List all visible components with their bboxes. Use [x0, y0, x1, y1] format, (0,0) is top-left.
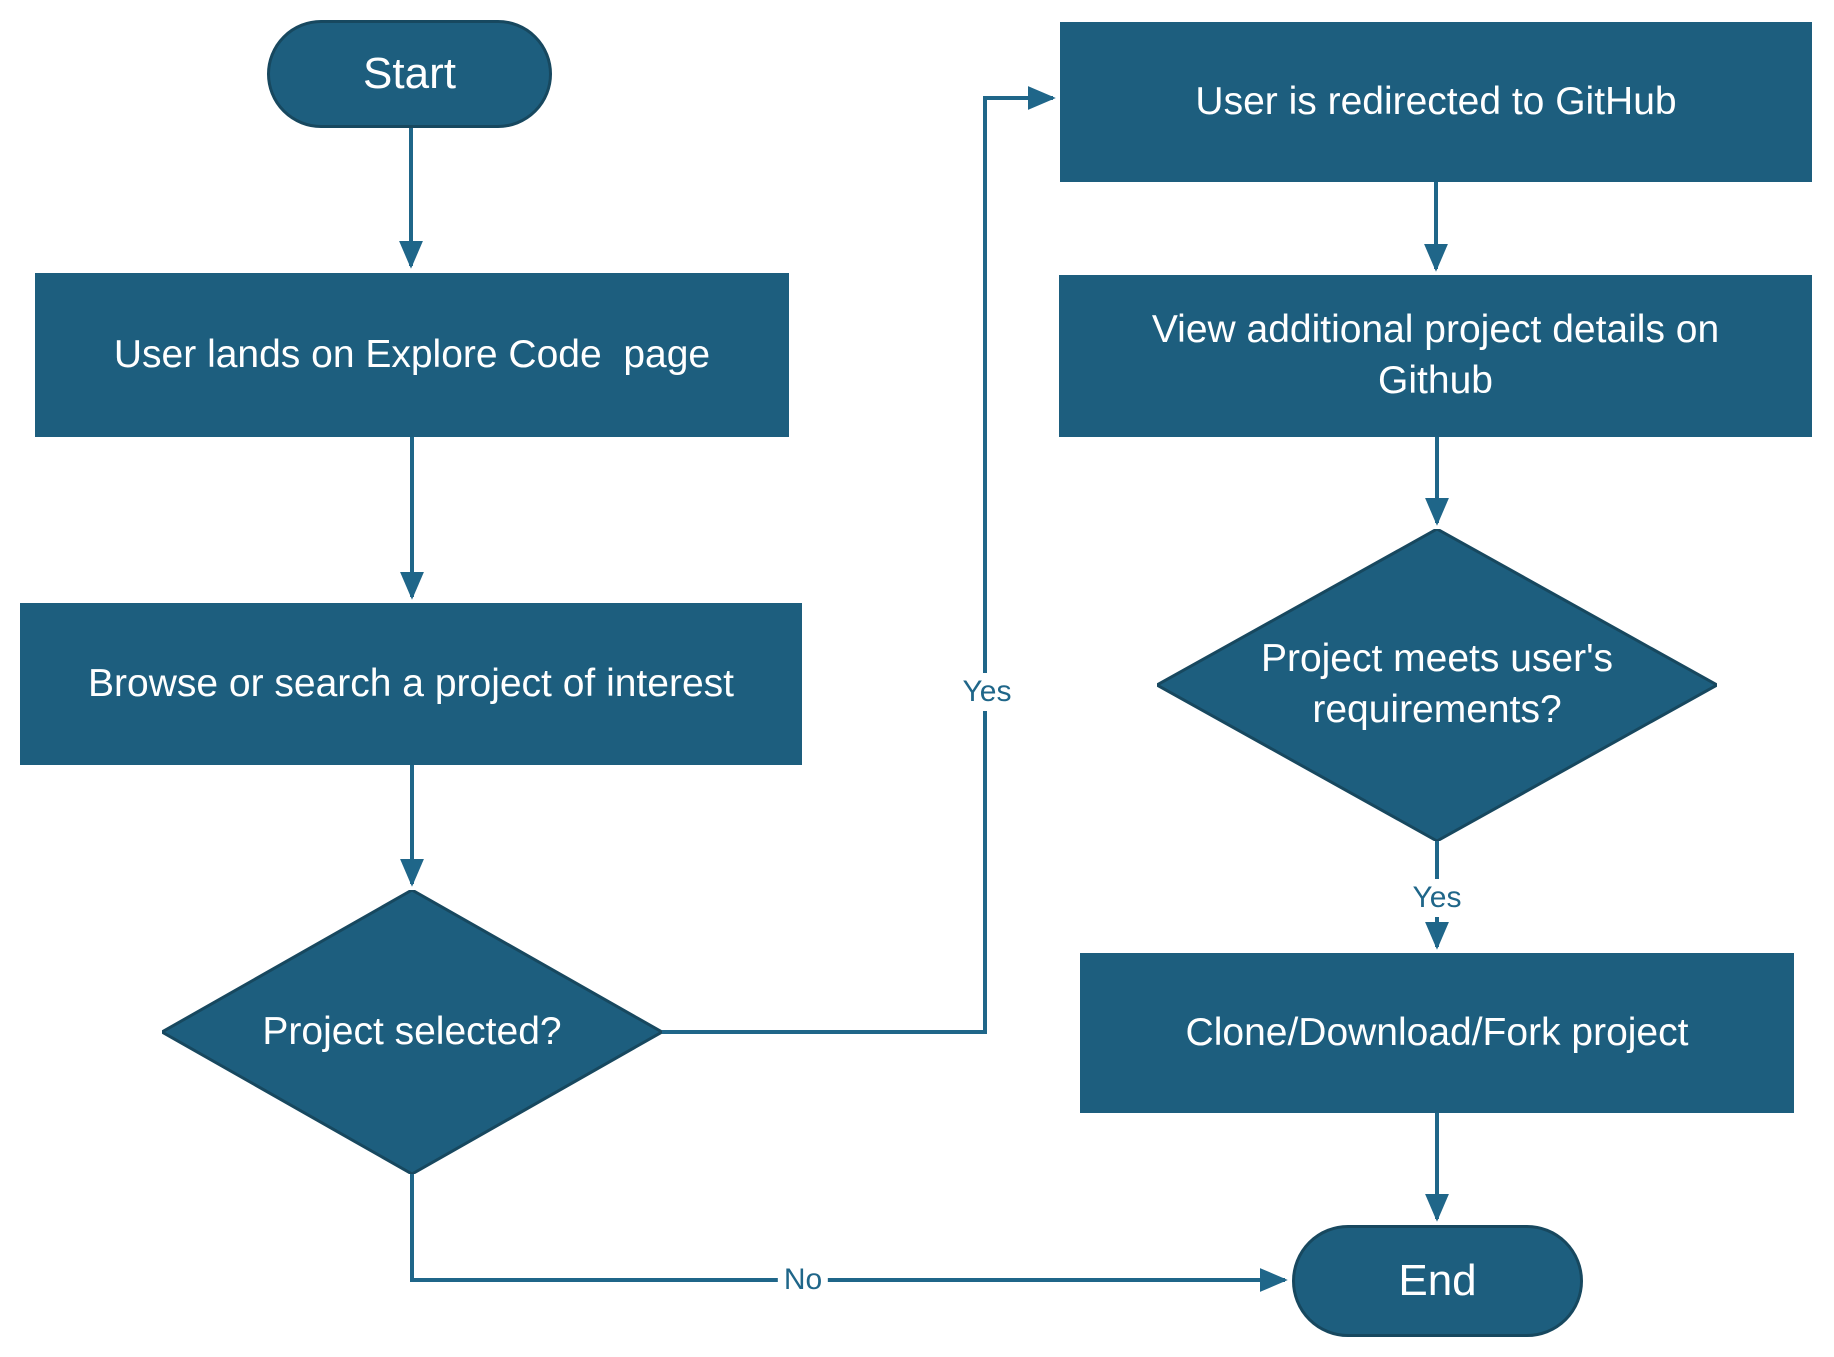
edge-selected-yes-to-redirect: [662, 86, 1056, 1034]
node-clone-download-fork: Clone/Download/Fork project: [1080, 953, 1794, 1113]
diamond-shape: [162, 890, 662, 1174]
node-project-selected-label: Project selected?: [262, 1009, 562, 1053]
node-meets-requirements-label: Project meets user's requirements?: [1260, 637, 1624, 731]
node-details-label: View additional project details on Githu…: [1151, 308, 1730, 402]
node-decision-project-selected: Project selected?: [162, 890, 662, 1174]
node-start-label: Start: [363, 49, 456, 99]
edge-label-yes-meets-requirements: Yes: [1406, 879, 1468, 917]
edge-label-no-project-selected: No: [777, 1261, 829, 1299]
edge-selected-no-to-end: [410, 1174, 1288, 1292]
node-start: Start: [267, 20, 552, 128]
node-user-lands-label: User lands on Explore Code page: [113, 332, 711, 376]
diamond-shape: [1157, 529, 1717, 841]
node-decision-meets-requirements: Project meets user's requirements?: [1157, 529, 1717, 841]
node-redirect-label: User is redirected to GitHub: [1195, 79, 1677, 123]
node-browse-or-search: Browse or search a project of interest: [20, 603, 802, 765]
node-redirected-to-github: User is redirected to GitHub: [1060, 22, 1812, 182]
node-end: End: [1292, 1225, 1583, 1337]
node-user-lands-explore-code: User lands on Explore Code page: [35, 273, 789, 437]
node-end-label: End: [1398, 1256, 1477, 1306]
node-clone-label: Clone/Download/Fork project: [1185, 1010, 1689, 1054]
edge-label-yes-project-selected: Yes: [956, 673, 1018, 711]
node-browse-label: Browse or search a project of interest: [88, 661, 734, 705]
node-view-project-details: View additional project details on Githu…: [1059, 275, 1812, 437]
